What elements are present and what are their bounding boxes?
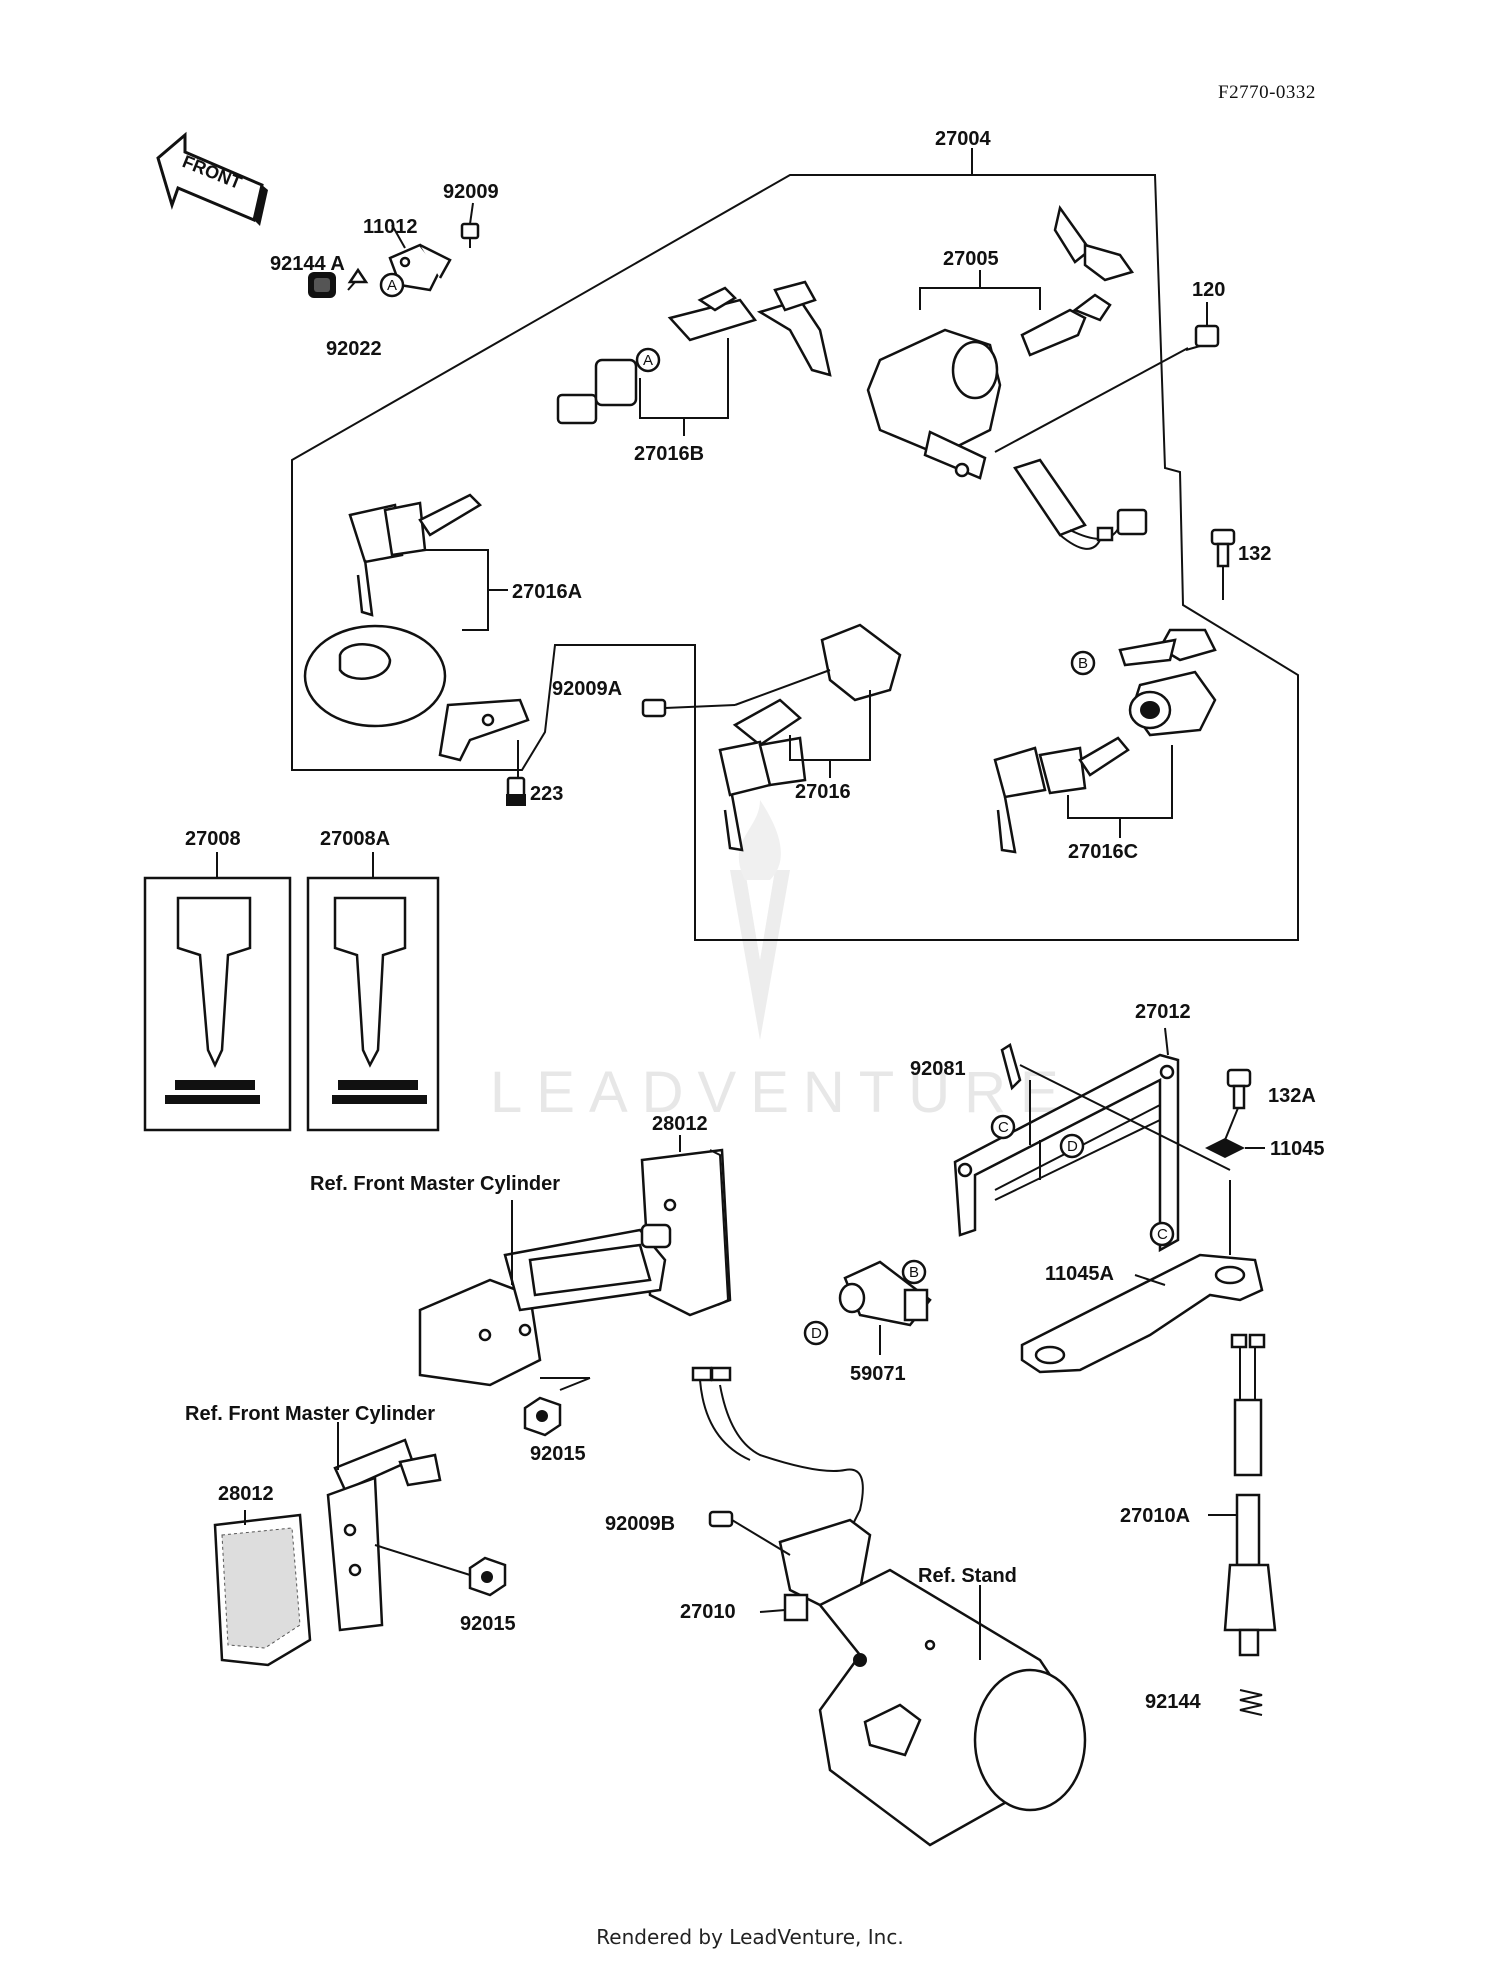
washer-92022 — [347, 267, 369, 284]
ref-master-cyl-bottom: Ref. Front Master Cylinder — [185, 1403, 435, 1425]
part-11045A: 11045A — [1045, 1263, 1114, 1285]
bracket-master-cyl-bottom — [326, 1438, 442, 1632]
watermark-text: LEADVENTURE — [490, 1060, 1073, 1125]
callout-d-bracket: D — [1067, 1138, 1078, 1155]
part-92022: 92022 — [326, 338, 382, 360]
ref-master-cyl-top: Ref. Front Master Cylinder — [310, 1173, 560, 1195]
part-27016B: 27016B — [634, 443, 704, 465]
switch-59071 — [838, 1260, 932, 1327]
part-27010A: 27010A — [1120, 1505, 1190, 1527]
part-92144: 92144 — [1145, 1691, 1201, 1713]
part-labels: 27004 92009 11012 92144 A 92022 27005 12… — [185, 128, 1325, 1713]
front-arrow-icon: FRONT — [156, 131, 268, 226]
part-27016: 27016 — [795, 781, 851, 803]
part-223: 223 — [530, 783, 563, 805]
callout-d-switch: D — [811, 1325, 822, 1342]
footer-credit: Rendered by LeadVenture, Inc. — [596, 1925, 904, 1949]
part-92009B: 92009B — [605, 1513, 675, 1535]
part-27005: 27005 — [943, 248, 999, 270]
part-92144A: 92144 A — [270, 253, 345, 275]
part-28012-top: 28012 — [652, 1113, 708, 1135]
part-27016A: 27016A — [512, 581, 582, 603]
part-27008A: 27008A — [320, 828, 390, 850]
watermark: LEADVENTURE — [490, 800, 1073, 1125]
stand-switch-27010 — [691, 1366, 872, 1622]
part-92081: 92081 — [910, 1058, 966, 1080]
part-27016C: 27016C — [1068, 841, 1138, 863]
screw-92009B — [708, 1510, 734, 1528]
spring-92144 — [1239, 1689, 1263, 1716]
figure-reference: F2770-0332 — [1218, 82, 1316, 103]
bolt-92009 — [460, 222, 480, 248]
callout-c-bracket: C — [998, 1119, 1009, 1136]
stand-ref — [818, 1568, 1087, 1847]
part-27012: 27012 — [1135, 1001, 1191, 1023]
bolt-132A — [1226, 1068, 1252, 1110]
part-11045: 11045 — [1270, 1138, 1325, 1160]
helmet-lock-27016C — [993, 628, 1217, 854]
key-card-27008A — [306, 876, 440, 1132]
bolt-223 — [506, 776, 526, 806]
ignition-switch-27005 — [866, 205, 1148, 550]
set-boundary-27004 — [291, 174, 1299, 941]
part-11012: 11012 — [363, 216, 418, 238]
fuel-cap-27016A — [303, 493, 530, 762]
seat-lock-27016 — [718, 623, 902, 852]
reflector-28012-bottom — [213, 1513, 312, 1667]
part-132: 132 — [1238, 543, 1271, 565]
clip-11045 — [1205, 1138, 1245, 1158]
bolt-132 — [1210, 528, 1236, 568]
part-132A: 132A — [1268, 1085, 1316, 1107]
callout-b-switch: B — [909, 1264, 919, 1281]
part-92009: 92009 — [443, 181, 499, 203]
bracket-master-cyl-top — [418, 1223, 672, 1387]
callout-a-top: A — [387, 277, 397, 294]
part-28012-bottom: 28012 — [218, 1483, 274, 1505]
key-card-27008 — [143, 876, 292, 1132]
part-27010: 27010 — [680, 1601, 736, 1623]
spring-92144A — [308, 272, 336, 298]
part-120: 120 — [1192, 279, 1225, 301]
callout-c-plate: C — [1157, 1226, 1168, 1243]
callout-circles: A A B B C C D D — [379, 272, 1175, 1346]
spring-92081 — [1000, 1043, 1022, 1091]
nut-92015-top — [523, 1396, 562, 1437]
part-27004: 27004 — [935, 128, 991, 150]
plate-11045A — [1020, 1253, 1264, 1374]
switch-27010A — [1223, 1333, 1277, 1657]
part-92009A: 92009A — [552, 678, 622, 700]
screw-92009A — [641, 698, 667, 718]
ref-stand: Ref. Stand — [918, 1565, 1017, 1587]
screw-120 — [1185, 324, 1220, 351]
lock-27016B — [556, 280, 832, 425]
callout-b-lock: B — [1078, 655, 1088, 672]
reference-labels: Ref. Front Master Cylinder Ref. Front Ma… — [185, 1173, 1017, 1587]
callout-a-lock: A — [643, 352, 653, 369]
part-92015-bottom: 92015 — [460, 1613, 516, 1635]
nut-92015-bottom — [468, 1556, 507, 1597]
part-27008: 27008 — [185, 828, 241, 850]
part-92015-top: 92015 — [530, 1443, 586, 1465]
part-59071: 59071 — [850, 1363, 906, 1385]
